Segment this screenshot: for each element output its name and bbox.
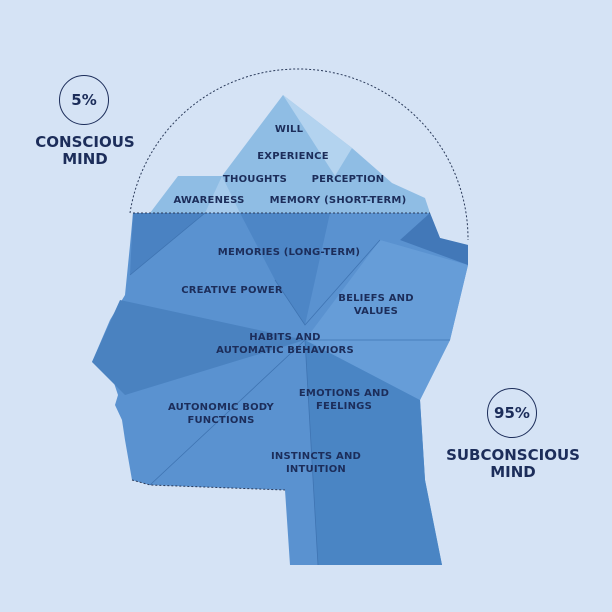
subconscious-percent-badge: 95% <box>487 388 537 438</box>
iceberg-facet <box>283 95 352 176</box>
dome-outline <box>129 68 469 241</box>
head-facet <box>305 340 442 565</box>
item-experience: EXPERIENCE <box>257 151 329 162</box>
autonomic-line1: AUTONOMIC BODY <box>168 402 274 413</box>
subconscious-percent: 95% <box>494 404 530 422</box>
item-creative-power: CREATIVE POWER <box>181 285 283 296</box>
subconscious-label: SUBCONSCIOUS MIND <box>446 447 580 481</box>
habits-line2: AUTOMATIC BEHAVIORS <box>216 345 354 356</box>
item-thoughts: THOUGHTS <box>222 174 288 185</box>
head-facet <box>400 213 468 265</box>
item-awareness: AWARENESS <box>173 195 245 206</box>
chin-dashes <box>131 479 286 491</box>
emotions-line1: EMOTIONS AND <box>298 388 390 399</box>
beliefs-line2: VALUES <box>353 306 399 317</box>
item-perception: PERCEPTION <box>311 174 385 185</box>
conscious-percent: 5% <box>71 91 97 109</box>
instincts-line2: INTUITION <box>286 464 346 475</box>
item-memory-short-term: MEMORY (SHORT-TERM) <box>269 195 407 206</box>
item-instincts: INSTINCTS AND INTUITION <box>271 450 361 476</box>
autonomic-line2: FUNCTIONS <box>187 415 255 426</box>
item-autonomic: AUTONOMIC BODY FUNCTIONS <box>168 401 274 427</box>
subconscious-label-line1: SUBCONSCIOUS <box>446 446 580 464</box>
item-habits: HABITS AND AUTOMATIC BEHAVIORS <box>216 331 354 357</box>
item-emotions: EMOTIONS AND FEELINGS <box>299 387 389 413</box>
beliefs-line1: BELIEFS AND <box>338 293 414 304</box>
conscious-label-line1: CONSCIOUS <box>35 133 135 151</box>
iceberg-facet <box>205 176 240 213</box>
conscious-percent-badge: 5% <box>59 75 109 125</box>
subconscious-label-line2: MIND <box>490 463 536 481</box>
head-facet <box>305 240 468 400</box>
item-will: WILL <box>274 124 304 135</box>
item-beliefs-values: BELIEFS AND VALUES <box>338 292 414 318</box>
item-memories-long-term: MEMORIES (LONG-TERM) <box>217 247 361 258</box>
instincts-line1: INSTINCTS AND <box>270 451 362 462</box>
emotions-line2: FEELINGS <box>316 401 372 412</box>
habits-line1: HABITS AND <box>249 332 321 343</box>
conscious-label: CONSCIOUS MIND <box>35 134 134 168</box>
head-facet <box>240 213 330 325</box>
head-facet <box>92 300 305 395</box>
conscious-label-line2: MIND <box>62 150 108 168</box>
